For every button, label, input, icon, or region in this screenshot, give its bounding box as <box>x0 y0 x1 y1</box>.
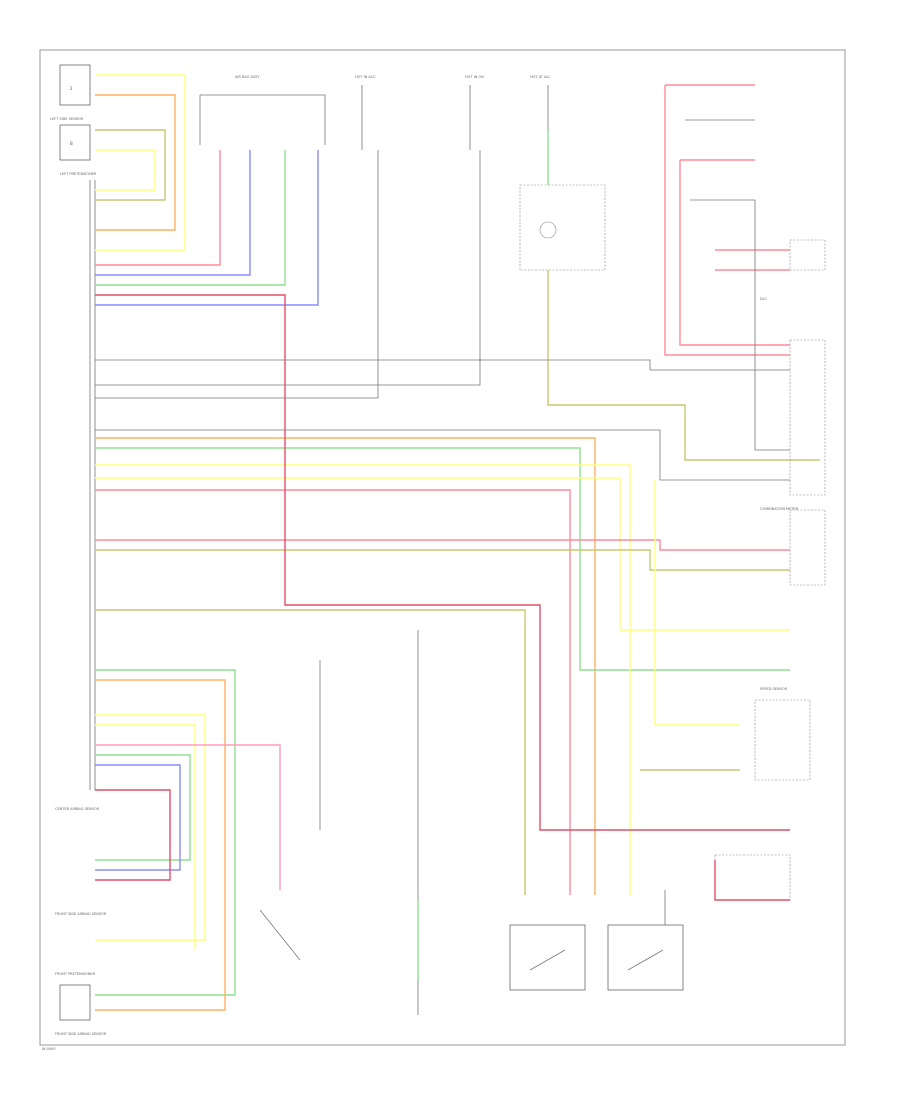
svg-text:LEFT SIDE SENSOR: LEFT SIDE SENSOR <box>50 117 84 121</box>
bottom-center-switches <box>259 630 684 1015</box>
top-module-group: AIR BAG ASSY <box>95 75 326 306</box>
diagram-frame <box>39 49 846 1046</box>
svg-text:FRONT SIDE AIRBAG SENSOR: FRONT SIDE AIRBAG SENSOR <box>55 1032 107 1036</box>
right-bottom-components: SPEED SENSOR <box>95 480 811 901</box>
svg-text:B: B <box>70 141 73 146</box>
svg-text:COMBINATION METER: COMBINATION METER <box>760 507 799 511</box>
left-side-sensor-top: 2 LEFT SIDE SENSOR B <box>50 64 91 161</box>
svg-text:CENTER AIRBAG SENSOR: CENTER AIRBAG SENSOR <box>55 807 100 811</box>
left-ecu-connector: LEFT PRETENSIONER <box>60 172 97 790</box>
top-left-wires <box>95 74 186 251</box>
red-loop-wire <box>95 294 790 831</box>
svg-text:DLC: DLC <box>760 297 768 301</box>
svg-text:HOT AT ALL: HOT AT ALL <box>530 75 550 79</box>
middle-top-connectors: HOT IN ACC HOT IN ON HOT AT ALL <box>355 75 820 461</box>
bottom-left-sensor-group: CENTER AIRBAG SENSOR FRONT SIDE AIRBAG S… <box>55 669 281 1036</box>
footer-code: W-0000 <box>42 1047 56 1051</box>
svg-text:FRONT PRETENSIONER: FRONT PRETENSIONER <box>55 972 96 976</box>
svg-text:LEFT PRETENSIONER: LEFT PRETENSIONER <box>60 172 97 176</box>
svg-text:2: 2 <box>70 86 73 91</box>
right-side-connectors: DLC COMBINATION METER <box>664 84 826 586</box>
middle-horizontal-wires <box>95 150 790 895</box>
svg-text:FRONT SIDE AIRBAG SENSOR: FRONT SIDE AIRBAG SENSOR <box>55 912 107 916</box>
svg-text:HOT IN ACC: HOT IN ACC <box>355 75 376 79</box>
svg-text:SPEED SENSOR: SPEED SENSOR <box>760 687 788 691</box>
svg-text:AIR BAG ASSY: AIR BAG ASSY <box>235 75 260 79</box>
svg-text:HOT IN ON: HOT IN ON <box>465 75 484 79</box>
